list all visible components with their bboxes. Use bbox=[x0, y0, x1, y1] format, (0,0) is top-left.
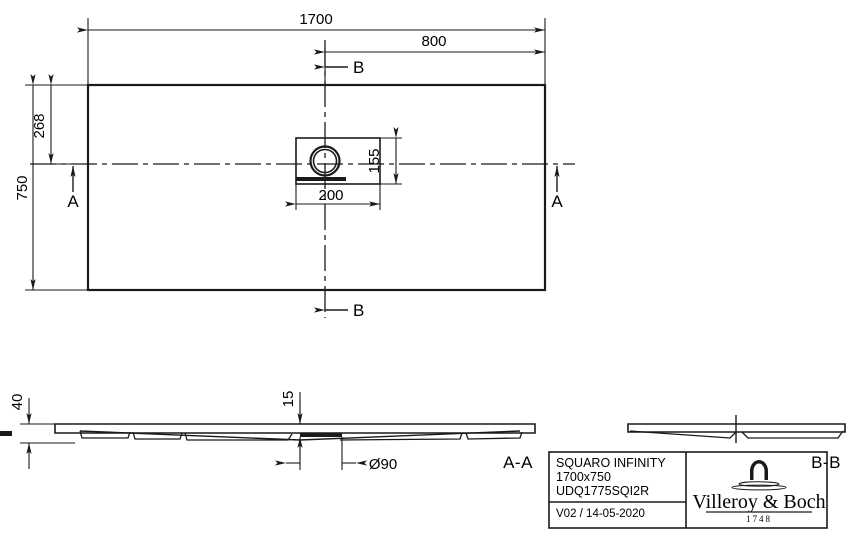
dimension-label-40: 40 bbox=[9, 394, 26, 411]
fountain-basin-icon bbox=[738, 481, 780, 487]
section-bb-slot-right bbox=[741, 430, 844, 439]
article-number-label: UDQ1775SQI2R bbox=[556, 484, 649, 498]
drain-detail bbox=[295, 137, 381, 185]
dimension-label-15: 15 bbox=[280, 391, 297, 408]
dimension-label-200: 200 bbox=[318, 187, 343, 204]
section-b-b: B-B bbox=[0, 415, 846, 472]
section-aa-slab bbox=[54, 423, 536, 434]
section-bb-slot-left bbox=[629, 430, 737, 439]
section-a-a: 40 15 Ø90 A-A bbox=[9, 391, 536, 473]
revision-label: V02 / 14-05-2020 bbox=[556, 508, 645, 520]
section-aa-slot-4 bbox=[339, 432, 463, 441]
title-block: SQUARO INFINITY 1700x750 UDQ1775SQI2R V0… bbox=[548, 451, 828, 529]
dimension-label-800: 800 bbox=[421, 33, 446, 50]
plan-view: 1700 800 B B 750 268 bbox=[14, 11, 575, 320]
dimension-200: 200 bbox=[285, 184, 381, 210]
section-marker-a-left: A bbox=[67, 166, 79, 211]
drain-inner-circle bbox=[312, 148, 338, 174]
section-aa-drain-recess bbox=[300, 433, 342, 437]
section-aa-label: A-A bbox=[503, 453, 533, 472]
fountain-arch-icon bbox=[750, 460, 768, 480]
b-top-label: B bbox=[353, 58, 364, 77]
section-marker-a-right: A bbox=[551, 166, 563, 211]
a-left-label: A bbox=[67, 192, 79, 211]
dimension-label-750: 750 bbox=[14, 175, 31, 200]
title-block-frame bbox=[548, 451, 828, 529]
fountain-ripple-icon bbox=[731, 484, 787, 491]
dimension-40: 40 bbox=[9, 394, 75, 469]
section-aa-slot-5 bbox=[465, 431, 523, 440]
dimension-268: 268 bbox=[31, 74, 88, 165]
drain-channel-bar bbox=[296, 177, 346, 181]
tray-outline bbox=[86, 83, 547, 292]
section-aa-slot-3 bbox=[184, 432, 293, 441]
a-right-label: A bbox=[551, 192, 563, 211]
dimension-label-d90: Ø90 bbox=[369, 456, 397, 473]
section-aa-slot-1 bbox=[79, 430, 131, 439]
dimension-label-155: 155 bbox=[366, 148, 383, 173]
dimension-label-1700: 1700 bbox=[299, 11, 332, 28]
section-aa-slot-2 bbox=[132, 431, 183, 440]
brand-name-label: Villeroy & Boch bbox=[692, 491, 825, 513]
dimension-800: 800 bbox=[314, 33, 545, 85]
product-name-label: SQUARO INFINITY bbox=[556, 456, 666, 470]
drain-outer-circle bbox=[309, 145, 341, 177]
section-marker-b-top: B bbox=[314, 58, 364, 77]
section-bb-drain-recess bbox=[0, 431, 12, 436]
drain-box bbox=[295, 137, 381, 185]
b-bottom-label: B bbox=[353, 301, 364, 320]
dimension-diameter-90: Ø90 bbox=[275, 437, 397, 473]
product-size-label: 1700x750 bbox=[556, 470, 611, 484]
dimension-label-268: 268 bbox=[31, 113, 48, 138]
section-bb-label: B-B bbox=[811, 453, 841, 472]
brand-year-label: 1748 bbox=[746, 514, 772, 524]
section-marker-b-bottom: B bbox=[314, 301, 364, 320]
villeroy-boch-logo: Villeroy & Boch 1748 bbox=[692, 460, 826, 524]
dimension-155: 155 bbox=[366, 127, 402, 185]
